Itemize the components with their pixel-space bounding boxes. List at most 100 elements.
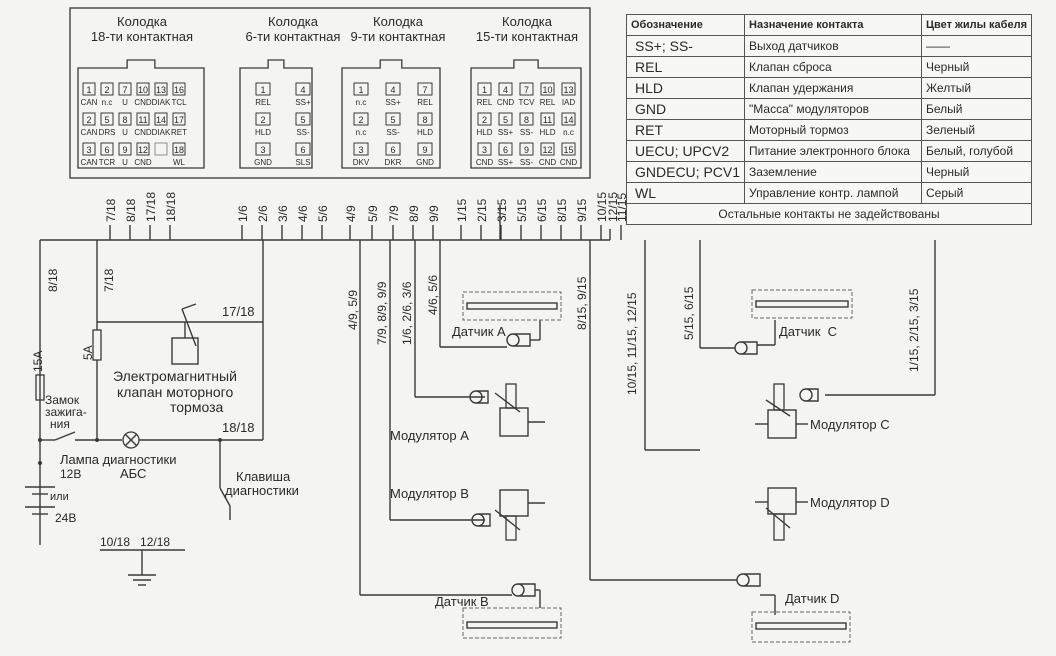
pin-number: 2 bbox=[86, 115, 91, 125]
pin-number: 10 bbox=[138, 85, 148, 95]
fuse-label-15a: 15A bbox=[31, 351, 45, 372]
wire-label-5-15: 5/15, 6/15 bbox=[682, 286, 696, 340]
pin-number: 12 bbox=[138, 145, 148, 155]
pin-number: 5 bbox=[503, 115, 508, 125]
pin-number: 6 bbox=[300, 145, 305, 155]
bus-label: 9/9 bbox=[427, 205, 441, 222]
bus-label: 7/18 bbox=[104, 198, 118, 222]
pin-signal: WL bbox=[173, 158, 186, 167]
wire-label-1-6: 1/6, 2/6, 3/6 bbox=[400, 281, 414, 345]
pin-number: 5 bbox=[300, 115, 305, 125]
pin-number: 13 bbox=[156, 85, 166, 95]
pin-number: 17 bbox=[174, 115, 184, 125]
pin-box bbox=[136, 82, 150, 96]
pin-number: 3 bbox=[86, 145, 91, 155]
pin-purpose: Управление контр. лампой bbox=[744, 182, 922, 204]
pin-signal: CND bbox=[539, 158, 557, 167]
pin-box bbox=[477, 82, 492, 96]
pin-number: 2 bbox=[482, 115, 487, 125]
pin-number: 12 bbox=[542, 145, 552, 155]
pin-box bbox=[295, 142, 311, 156]
pin-box bbox=[118, 112, 132, 126]
col-header-color: Цвет жилы кабеля bbox=[920, 14, 1033, 36]
pin-number: 7 bbox=[422, 85, 427, 95]
wire-label-4-6: 4/6, 5/6 bbox=[426, 275, 440, 315]
pin-number: 9 bbox=[524, 145, 529, 155]
pin-signal: n.c bbox=[356, 128, 367, 137]
modulator-d-label: Модулятор D bbox=[810, 495, 890, 510]
pin-number: 2 bbox=[358, 115, 363, 125]
connector-pin: 14n.c bbox=[561, 112, 576, 137]
bus-label: 4/9 bbox=[344, 205, 358, 222]
bus-label: 5/9 bbox=[366, 205, 380, 222]
pin-box bbox=[519, 112, 534, 126]
sensor-a bbox=[462, 291, 562, 347]
component-labels: Электромагнитный клапан моторного тормоз… bbox=[45, 324, 890, 609]
pin-box bbox=[353, 142, 369, 156]
connector-subtitle: 18-ти контактная bbox=[91, 29, 193, 44]
pin-number: 2 bbox=[260, 115, 265, 125]
pin-box bbox=[417, 112, 433, 126]
pin-number: 2 bbox=[104, 85, 109, 95]
pin-number: 7 bbox=[122, 85, 127, 95]
pin-box bbox=[154, 112, 168, 126]
pin-box bbox=[172, 142, 186, 156]
pin-box bbox=[498, 142, 513, 156]
battery-or-label: или bbox=[50, 491, 69, 503]
sensor-b bbox=[462, 583, 562, 639]
pin-number: 8 bbox=[122, 115, 127, 125]
pin-box bbox=[118, 82, 132, 96]
connector-outline bbox=[77, 59, 205, 169]
pin-number: 4 bbox=[503, 85, 508, 95]
pin-signal: DKV bbox=[353, 158, 370, 167]
pin-signal: U bbox=[122, 158, 128, 167]
pin-box bbox=[118, 142, 132, 156]
wire-color: Желтый bbox=[920, 77, 1033, 99]
pin-signal: CND bbox=[497, 98, 515, 107]
bus-label: 17/18 bbox=[144, 192, 158, 222]
pin-signal: SS+ bbox=[295, 98, 311, 107]
pin-box bbox=[519, 82, 534, 96]
pin-code: GNDECU; PCV1 bbox=[625, 161, 746, 183]
modulator-c-label: Модулятор С bbox=[810, 417, 890, 432]
pin-box bbox=[295, 82, 311, 96]
pin-signal: SS- bbox=[520, 158, 534, 167]
pin-box bbox=[417, 82, 433, 96]
pin-number: 5 bbox=[390, 115, 395, 125]
connector-pin: 2 n.c bbox=[353, 112, 369, 137]
pin-signal: CND bbox=[134, 128, 152, 137]
bus-label: 9/15 bbox=[575, 198, 589, 222]
connector-subtitle: 6-ти контактная bbox=[246, 29, 341, 44]
bus-label: 1/6 bbox=[236, 205, 250, 222]
connector-title: Колодка bbox=[117, 14, 168, 29]
fuse-15a bbox=[35, 374, 45, 401]
pin-signal: TCV bbox=[519, 98, 536, 107]
pin-signal: IAD bbox=[562, 98, 576, 107]
bus-label: 2/15 bbox=[475, 198, 489, 222]
wire-label-8-18: 8/18 bbox=[46, 268, 60, 292]
sensor-modulator-circuit bbox=[359, 205, 936, 615]
pin-signal: U bbox=[122, 98, 128, 107]
modulator-a-label: Модулятор А bbox=[390, 428, 469, 443]
pin-box bbox=[540, 112, 555, 126]
pin-number: 1 bbox=[482, 85, 487, 95]
wire-color: Черный bbox=[920, 56, 1033, 78]
connector-title: Колодка bbox=[502, 14, 553, 29]
pin-box bbox=[417, 142, 433, 156]
pin-box bbox=[353, 82, 369, 96]
connector-panel bbox=[69, 7, 591, 179]
